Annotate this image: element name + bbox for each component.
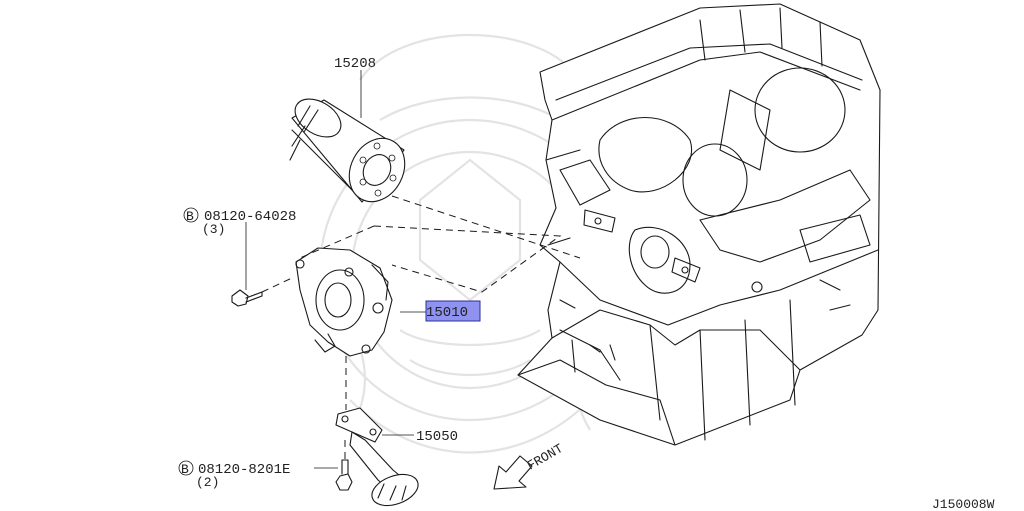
- strainer-bolt: [335, 459, 353, 491]
- front-label: FRONT: [525, 441, 566, 474]
- bolt-symbol-b: B: [181, 462, 189, 477]
- front-arrow-icon: [493, 455, 533, 490]
- oil-pump: [295, 247, 393, 357]
- leader-lines: [245, 70, 426, 469]
- bolt-symbol-b: B: [186, 209, 194, 224]
- strainer-bolt-qty: (2): [196, 475, 219, 490]
- oil-filter: [289, 98, 406, 203]
- diagram-code: J150008W: [932, 497, 995, 511]
- watermark-emblem: [318, 34, 622, 454]
- pump-bolt-qty: (3): [202, 222, 225, 237]
- pump-bolt-part-number: 08120-64028: [204, 209, 296, 225]
- pump-part-number[interactable]: 15010: [426, 305, 468, 321]
- strainer-bolt-part-number: 08120-8201E: [198, 462, 290, 478]
- strainer-part-number: 15050: [416, 429, 458, 445]
- filter-part-number: 15208: [334, 56, 376, 72]
- pump-bolt: [231, 289, 263, 307]
- assembly-dashed-lines: [261, 195, 581, 460]
- pump-part-highlight[interactable]: [425, 300, 481, 322]
- engine-block: [517, 3, 881, 446]
- oil-strainer: [335, 407, 419, 507]
